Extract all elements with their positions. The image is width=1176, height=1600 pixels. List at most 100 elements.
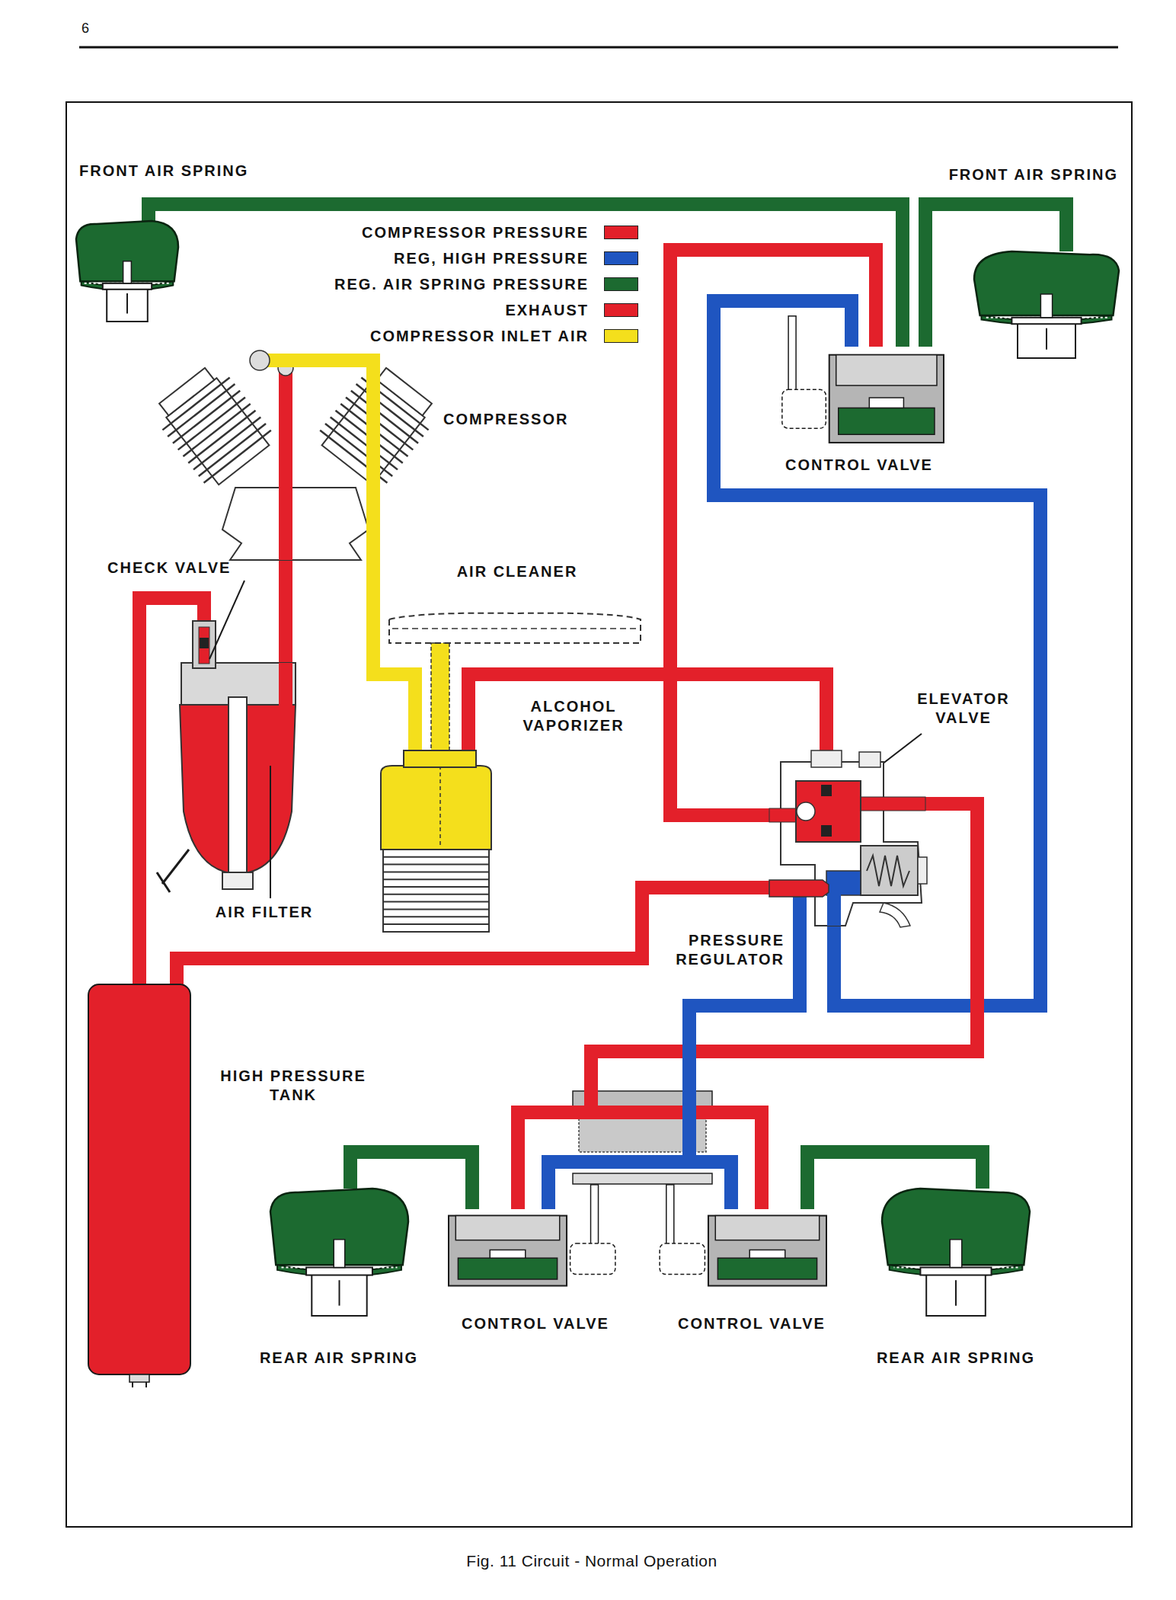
component-drawing (882, 1188, 1030, 1316)
legend-text: COMPRESSOR INLET AIR (370, 326, 589, 346)
page-number: 6 (81, 19, 90, 37)
piston-rod (1045, 328, 1048, 350)
air-pipe (689, 925, 800, 1209)
outlet-port (769, 808, 799, 822)
figure-caption: Fig. 11 Circuit - Normal Operation (466, 1550, 717, 1571)
component-label: FRONT AIR SPRING (949, 165, 1119, 185)
air-pipe (278, 559, 293, 621)
component-drawing (76, 220, 179, 322)
drain-handle (162, 849, 189, 884)
lever-arm (591, 1184, 599, 1246)
fitting (859, 751, 881, 767)
piston (106, 287, 148, 322)
air-spring: REAR AIR SPRING (882, 1188, 1030, 1316)
bellows-fold (383, 863, 489, 866)
cylinder-head (377, 367, 432, 416)
component-art (76, 220, 179, 322)
bellows-fold (383, 878, 489, 880)
check-valve (192, 620, 216, 668)
air-pipe (373, 559, 416, 751)
legend-text: EXHAUST (504, 300, 589, 320)
bellows-fold (383, 907, 489, 910)
drain-cock (145, 1381, 147, 1387)
lever-cylinder (782, 389, 826, 429)
component-label: HIGH PRESSURE TANK (201, 1066, 385, 1105)
component-art (162, 354, 429, 560)
piston (1017, 321, 1076, 358)
diaphragm (869, 397, 904, 408)
piston-rod (126, 293, 128, 314)
inlet-nozzle (769, 879, 829, 897)
component-label: AIR FILTER (215, 902, 314, 922)
cooling-fin (204, 430, 272, 483)
air-pipe (468, 674, 827, 751)
exhaust-fitting (811, 750, 842, 767)
header-rule (79, 46, 1119, 49)
component-art (769, 750, 926, 926)
adjust-screw (917, 856, 927, 884)
component-drawing (380, 750, 492, 932)
legend-swatch (603, 277, 639, 291)
component-label: CHECK VALVE (107, 558, 231, 578)
piston-cap (1011, 317, 1081, 324)
valve-seat (821, 824, 832, 837)
bellows-fold (383, 901, 489, 903)
air-pipe (176, 887, 770, 985)
jar (380, 765, 492, 850)
cooling-fin (188, 410, 256, 464)
diaphragm (749, 1249, 786, 1259)
component-art (775, 346, 944, 449)
piston-rod (338, 1279, 341, 1305)
figure-frame (66, 102, 1132, 1527)
valve-body (448, 1215, 567, 1286)
bottom-nut (222, 872, 253, 889)
valve-chamber (717, 1257, 817, 1279)
component-label: CONTROL VALVE (785, 455, 934, 475)
vaporizer-neck (431, 642, 450, 751)
component-drawing (659, 1184, 827, 1286)
drain-handle (156, 872, 170, 892)
cleaner-outline (389, 613, 641, 643)
air-spring: FRONT AIR SPRING (76, 220, 179, 322)
component-drawing (448, 1184, 616, 1286)
valve-housing (780, 761, 922, 926)
cap (403, 750, 477, 767)
component-drawing (974, 251, 1119, 358)
alcohol-vaporizer: ALCOHOL VAPORIZER (377, 750, 496, 934)
crankcase (222, 487, 369, 560)
piston-rod (955, 1279, 957, 1305)
control-valve: CONTROL VALVE (652, 1208, 827, 1291)
valve-body (829, 354, 944, 443)
component-label: REAR AIR SPRING (876, 1348, 1036, 1368)
lever-cylinder (570, 1243, 616, 1275)
piston (926, 1271, 986, 1316)
pressure-tank: HIGH PRESSURE TANK (86, 984, 192, 1387)
component-art (389, 611, 641, 643)
component-label: REAR AIR SPRING (259, 1348, 419, 1368)
legend-text: REG. AIR SPRING PRESSURE (334, 274, 589, 294)
check-valve-core (198, 626, 210, 664)
legend-swatch (603, 329, 639, 343)
compressor: COMPRESSOR (162, 354, 429, 560)
component-label: ELEVATOR VALVE (906, 689, 1021, 728)
check-valve-disc (199, 637, 209, 649)
cylinder-head (159, 367, 215, 416)
regulator-spring (866, 855, 910, 886)
elevator-chamber (795, 780, 861, 842)
control-valve: CONTROL VALVE (775, 346, 944, 449)
wick (439, 765, 441, 846)
cooling-fin (325, 423, 393, 477)
stem (949, 1239, 962, 1268)
component-art (173, 620, 301, 893)
bellows (383, 849, 489, 932)
cleaner-seam (392, 627, 638, 630)
lever-arm (788, 316, 796, 394)
component-label: COMPRESSOR (443, 409, 569, 429)
legend-swatch (603, 303, 639, 317)
valve-ball (796, 802, 815, 821)
legend-swatch (603, 225, 639, 240)
cooling-fin (178, 396, 246, 450)
air-filter: CHECK VALVEAIR FILTER (173, 620, 301, 893)
bellows-fold (383, 915, 489, 918)
